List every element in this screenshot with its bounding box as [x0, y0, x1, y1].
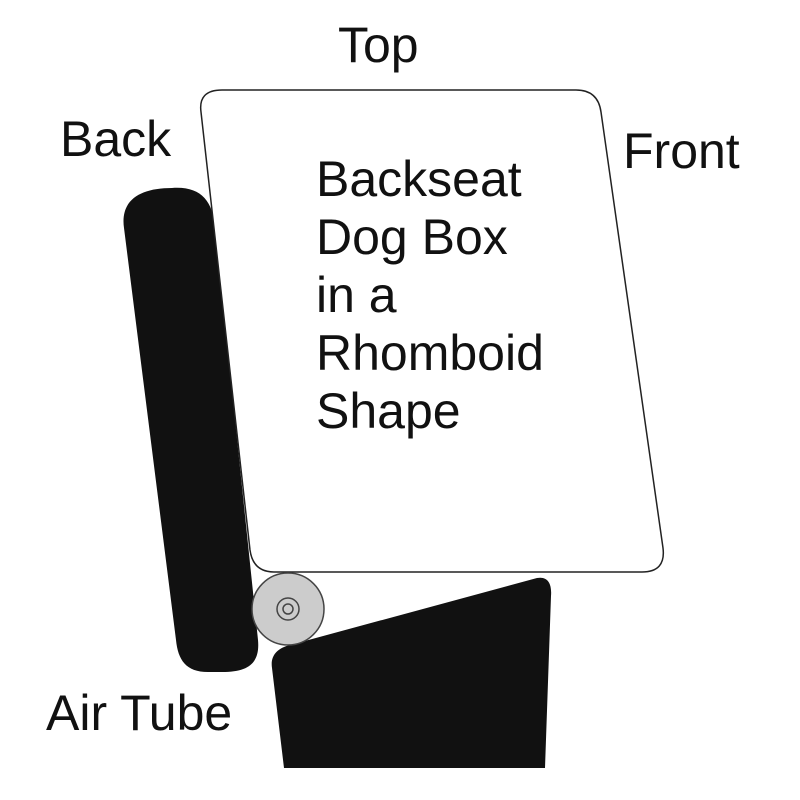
- label-back: Back: [60, 111, 172, 167]
- label-air-tube: Air Tube: [46, 685, 233, 741]
- dog-box-rhomboid: [199, 89, 665, 573]
- seat-bottom-cushion: [271, 577, 552, 768]
- dog-box-caption-line: Dog Box: [316, 209, 508, 265]
- label-front: Front: [623, 123, 740, 179]
- air-tube-icon: [251, 572, 325, 646]
- dog-box-caption-line: Shape: [316, 383, 461, 439]
- dog-box-caption-line: in a: [316, 267, 397, 323]
- seat-back-cushion: [123, 187, 259, 672]
- dog-box-caption: Backseat Dog Box in a Rhomboid Shape: [316, 150, 544, 440]
- dog-box-caption-line: Backseat: [316, 151, 522, 207]
- label-top: Top: [338, 17, 419, 73]
- dog-box-caption-line: Rhomboid: [316, 325, 544, 381]
